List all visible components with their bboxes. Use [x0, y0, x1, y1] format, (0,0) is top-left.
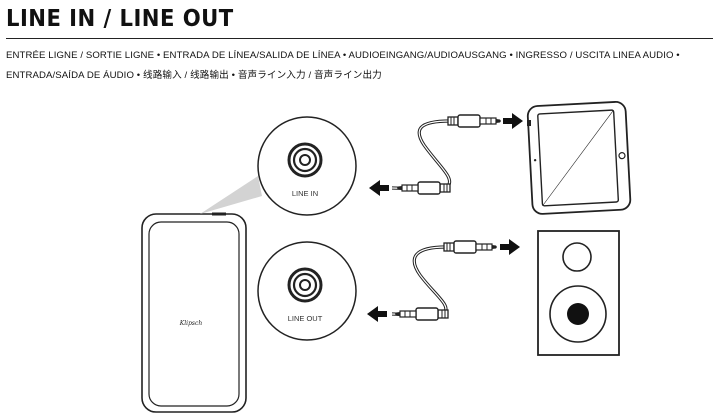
subtitle-line-2: ENTRADA/SAÍDA DE ÁUDIO • 线路输入 / 线路输出 • 音…: [6, 70, 382, 81]
lower-plug-right: [443, 240, 498, 254]
portable-speaker: Klipsch: [141, 212, 247, 413]
upper-plug-right: [447, 114, 502, 128]
tweeter: [562, 242, 592, 272]
tablet-device: [526, 101, 632, 215]
line-in-port: LINE IN: [257, 116, 357, 216]
line-in-label: LINE IN: [292, 189, 318, 198]
lower-plug-left: [394, 307, 449, 321]
page-title: LINE IN / LINE OUT: [6, 6, 234, 32]
speaker-logo: Klipsch: [179, 320, 203, 327]
arrow-right-icon: [500, 239, 520, 255]
multilingual-subtitle: ENTRÉE LIGNE / SORTIE LIGNE • ENTRADA DE…: [6, 46, 711, 86]
upper-plug-left: [396, 181, 451, 195]
title-divider: [6, 38, 713, 39]
callout-pointer: [200, 176, 262, 214]
subtitle-line-1: ENTRÉE LIGNE / SORTIE LIGNE • ENTRADA DE…: [6, 50, 680, 61]
arrow-right-icon: [503, 113, 523, 129]
line-out-label: LINE OUT: [288, 314, 323, 323]
arrow-left-icon: [369, 180, 389, 196]
line-out-port: LINE OUT: [257, 241, 357, 341]
arrow-left-icon: [367, 306, 387, 322]
upper-aux-cable: [391, 114, 502, 195]
bookshelf-speaker: [537, 230, 620, 356]
lower-aux-cable: [391, 240, 498, 321]
